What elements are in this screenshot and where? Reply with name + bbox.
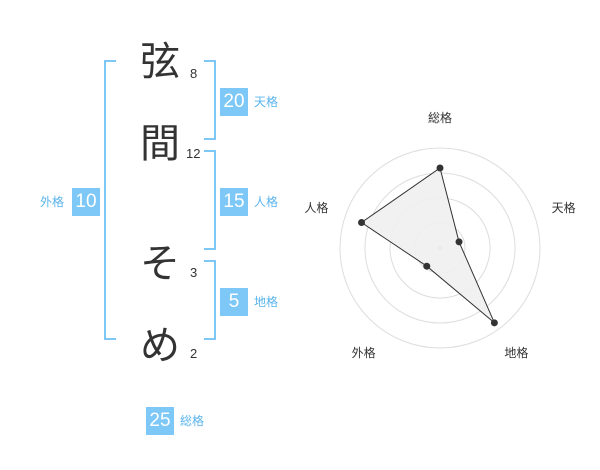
radar-ring xyxy=(339,147,541,349)
soukaku-value: 25 xyxy=(146,407,174,435)
radar-axis-label-4: 人格 xyxy=(304,200,328,215)
stroke-count-2: 12 xyxy=(186,146,201,161)
jinkaku-bracket xyxy=(204,150,216,250)
tenkaku-label: 天格 xyxy=(254,95,279,109)
name-char-1: 弦 xyxy=(140,39,180,85)
tenkaku-value: 20 xyxy=(220,88,248,116)
radar-axis-label-3: 外格 xyxy=(352,345,376,360)
soukaku-label: 総格 xyxy=(180,414,205,428)
stroke-count-4: 2 xyxy=(190,346,198,361)
name-char-4: め xyxy=(140,323,180,369)
tenkaku-bracket xyxy=(204,60,216,140)
radar-point-3 xyxy=(423,262,431,270)
chikaku-bracket xyxy=(204,260,216,340)
radar-point-0 xyxy=(436,164,444,172)
name-char-2: 間 xyxy=(140,121,180,167)
radar-axis-label-1: 天格 xyxy=(552,200,576,215)
jinkaku-value: 15 xyxy=(220,188,248,216)
name-char-3: そ xyxy=(140,241,180,287)
stroke-count-3: 3 xyxy=(190,265,198,280)
jinkaku-label: 人格 xyxy=(254,195,279,209)
radar-axis-label-2: 地格 xyxy=(504,345,528,360)
radar-axis-label-0: 総格 xyxy=(428,110,452,125)
chikaku-label: 地格 xyxy=(254,295,279,309)
radar-point-2 xyxy=(490,319,498,327)
gaikaku-label: 外格 xyxy=(40,195,65,209)
gaikaku-value: 10 xyxy=(72,188,100,216)
radar-polygon xyxy=(360,167,495,324)
chikaku-value: 5 xyxy=(220,288,248,316)
radar-point-4 xyxy=(358,219,366,227)
gaikaku-bracket xyxy=(104,60,116,340)
stroke-count-1: 8 xyxy=(190,66,198,81)
radar-point-1 xyxy=(455,238,463,246)
